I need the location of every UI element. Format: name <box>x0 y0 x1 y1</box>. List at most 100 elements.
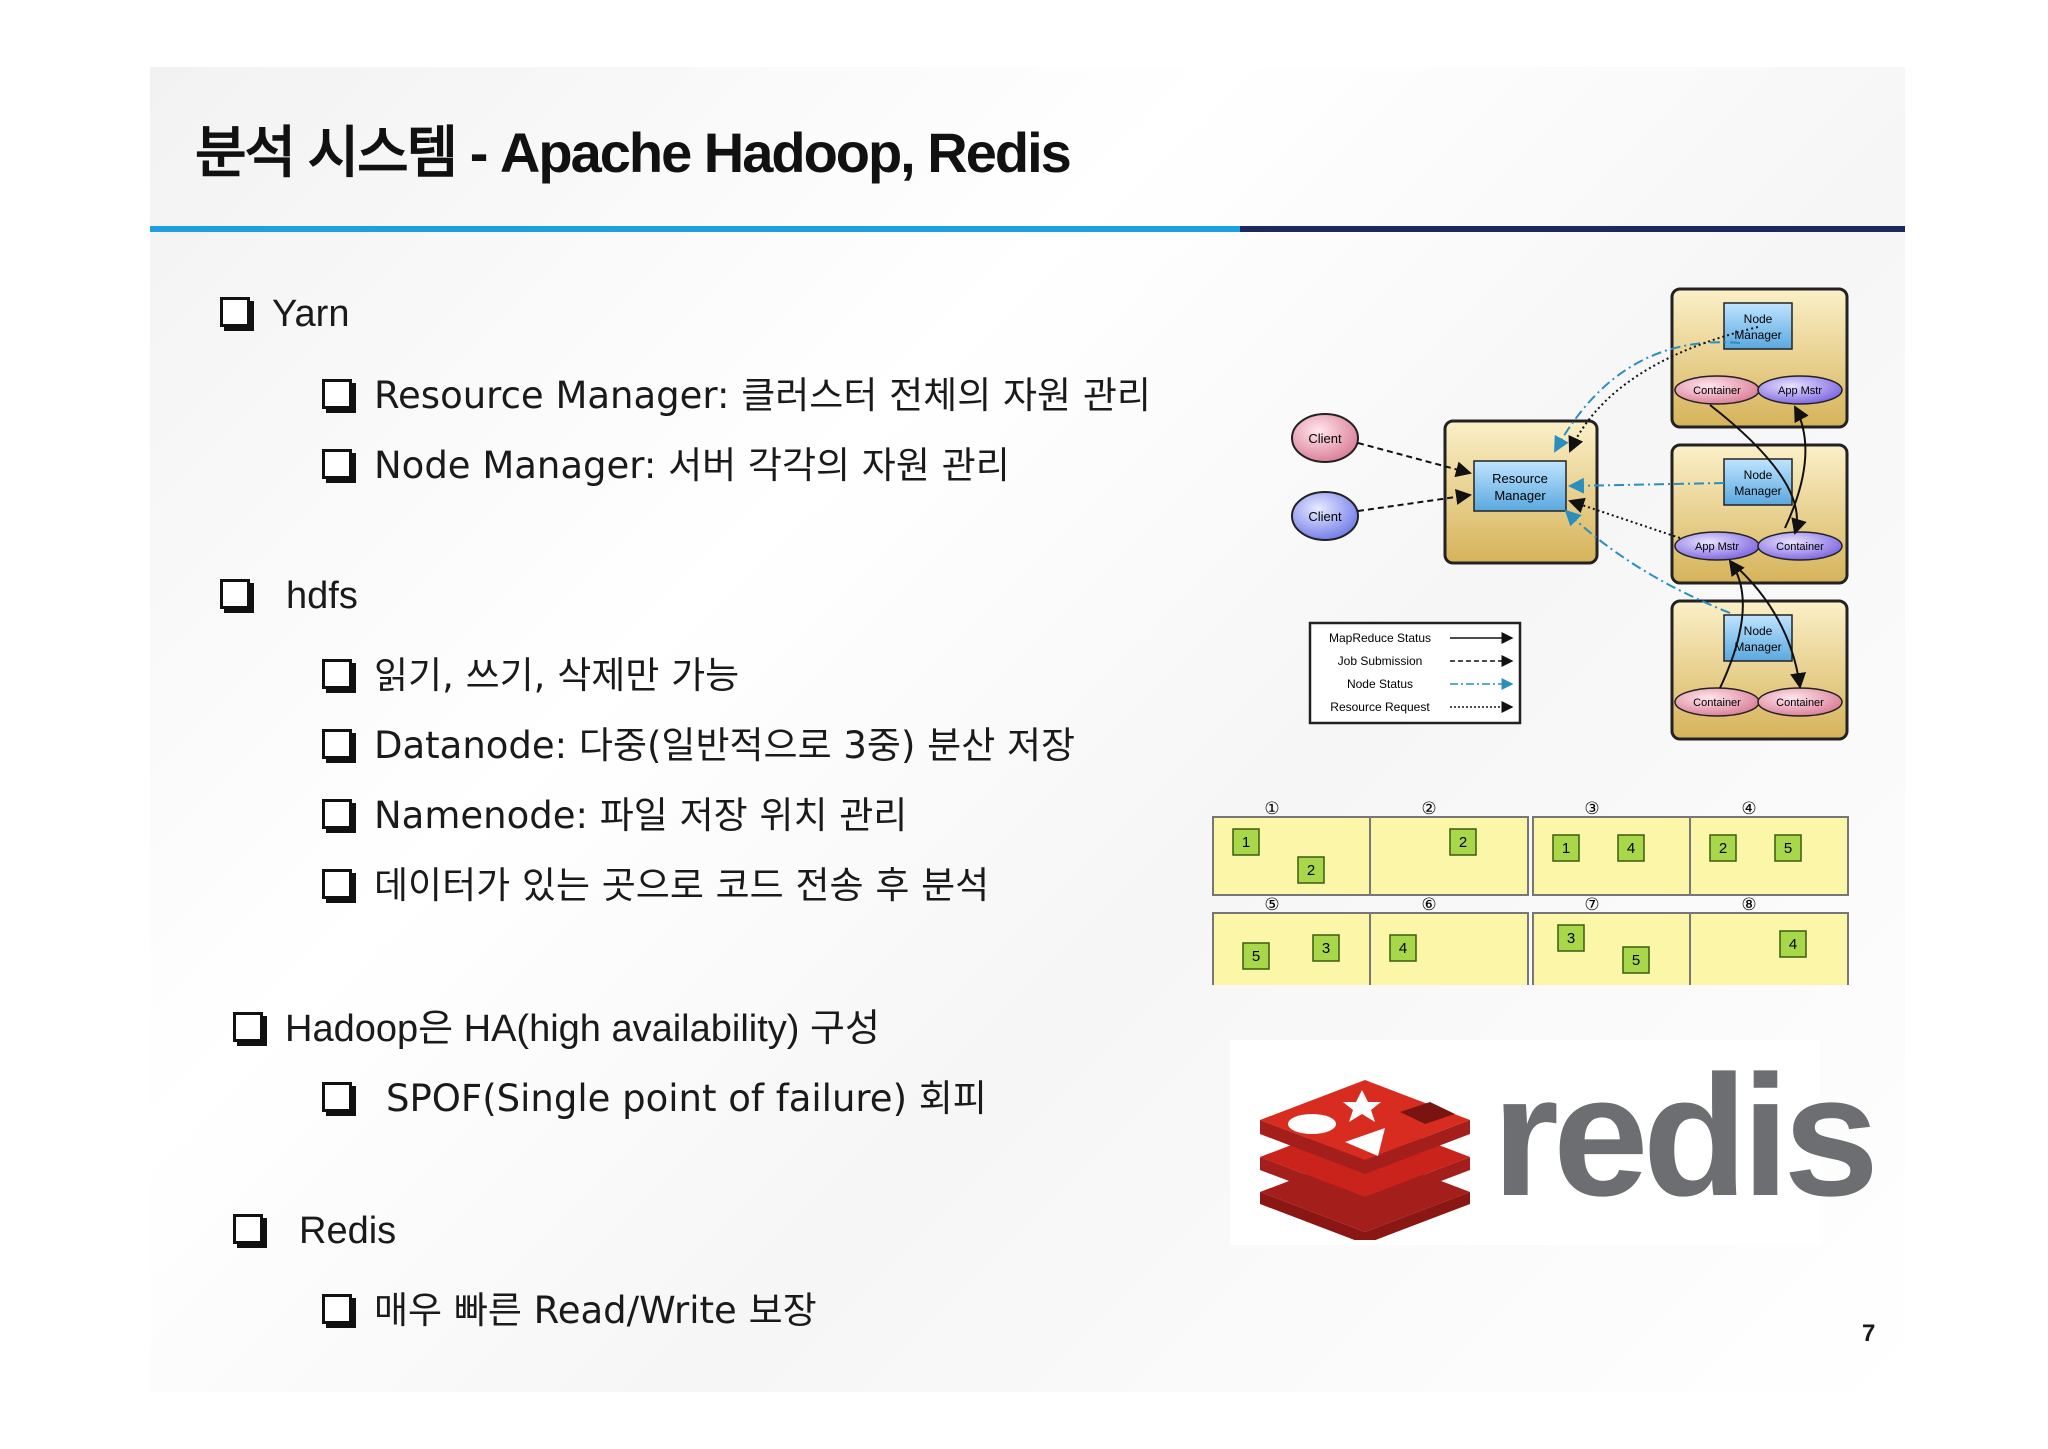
data-block-number: 3 <box>1567 930 1575 947</box>
data-block-number: 2 <box>1719 840 1727 857</box>
data-block <box>1557 924 1585 952</box>
data-node-box <box>1369 816 1529 896</box>
data-block-number: 5 <box>1784 840 1792 857</box>
resource-manager-label: Resource <box>1492 471 1548 486</box>
redis-wordmark: redis <box>1492 1040 1879 1232</box>
data-node-box <box>1689 912 1849 985</box>
data-block-number: 3 <box>1322 940 1330 957</box>
checkbox-bullet-icon <box>322 378 352 409</box>
bullet-data-locality: 데이터가 있는 곳으로 코드 전송 후 분석 <box>322 855 989 909</box>
data-block <box>1312 934 1340 962</box>
node-manager-label: Node <box>1744 468 1773 482</box>
legend-node-status: Node Status <box>1347 677 1413 691</box>
data-node-number: ② <box>1421 799 1436 818</box>
client-label: Client <box>1308 509 1342 524</box>
data-block <box>1617 834 1645 862</box>
data-block <box>1389 934 1417 962</box>
yarn-architecture-diagram: Resource Manager Node Manager Container … <box>1291 287 1849 741</box>
bullet-redis-fast: 매우 빠른 Read/Write 보장 <box>322 1280 817 1334</box>
data-block <box>1779 930 1807 958</box>
data-node-cell: ①1 2 <box>1212 799 1372 896</box>
bullet-yarn: Yarn <box>220 293 349 336</box>
checkbox-bullet-icon <box>322 868 352 899</box>
diagram-legend: MapReduce Status Job Submission Node Sta… <box>1308 621 1522 725</box>
container-label: Container <box>1693 697 1741 709</box>
data-block-number: 2 <box>1459 834 1467 851</box>
node-manager-label: Node <box>1744 624 1773 638</box>
data-node-box <box>1212 912 1372 985</box>
legend-mapreduce-status: MapReduce Status <box>1329 631 1431 645</box>
node-manager-label: Node <box>1744 312 1773 326</box>
checkbox-bullet-icon <box>322 798 352 829</box>
data-block-number: 2 <box>1307 862 1315 879</box>
client-node-1: Client <box>1291 413 1359 463</box>
legend-resource-request: Resource Request <box>1330 700 1430 714</box>
checkbox-bullet-icon <box>220 296 250 327</box>
title-underline-blue <box>150 226 1240 232</box>
data-block-number: 5 <box>1252 948 1260 965</box>
data-node-cell: ⑤ 5 3 <box>1212 895 1372 985</box>
data-block-number: 1 <box>1562 840 1570 857</box>
data-block <box>1552 834 1580 862</box>
data-block-number: 4 <box>1627 840 1635 857</box>
container-label: Container <box>1776 697 1824 709</box>
bullet-redis: Redis <box>233 1210 396 1253</box>
data-block-number: 1 <box>1242 834 1250 851</box>
data-node-number: ⑧ <box>1741 895 1756 914</box>
node-manager-box-1: Node Manager Container App Mstr <box>1670 287 1849 429</box>
data-node-number: ⑦ <box>1584 895 1599 914</box>
checkbox-bullet-icon <box>220 578 250 609</box>
data-node-cell: ④ 2 5 <box>1689 799 1849 896</box>
data-node-cell: ③ 1 4 <box>1532 799 1692 896</box>
checkbox-bullet-icon <box>322 448 352 479</box>
data-node-number: ④ <box>1741 799 1756 818</box>
data-node-cell: ⑦3 5 <box>1532 895 1692 985</box>
data-node-cell: ②2 <box>1369 799 1529 896</box>
data-block <box>1297 856 1325 884</box>
client-node-2: Client <box>1291 491 1359 541</box>
data-block <box>1232 828 1260 856</box>
bullet-read-write-delete: 읽기, 쓰기, 삭제만 가능 <box>322 645 739 699</box>
container-label: Container <box>1776 541 1824 553</box>
data-block <box>1709 834 1737 862</box>
container-label: Container <box>1693 385 1741 397</box>
bullet-hadoop-ha: Hadoop은 HA(high availability) 구성 <box>233 997 880 1052</box>
redis-logo: redis <box>1230 1040 1879 1245</box>
node-manager-label: Manager <box>1734 640 1781 654</box>
data-node-box <box>1532 912 1692 985</box>
bullet-node-manager: Node Manager: 서버 각각의 자원 관리 <box>322 435 1010 489</box>
title-underline-navy <box>1240 226 1905 232</box>
node-manager-label: Manager <box>1734 484 1781 498</box>
data-node-cell: ⑥4 <box>1369 895 1529 985</box>
bullet-datanode: Datanode: 다중(일반적으로 3중) 분산 저장 <box>322 715 1075 769</box>
resource-manager-label: Manager <box>1494 488 1546 503</box>
data-node-number: ⑥ <box>1421 895 1436 914</box>
diagram-arrows <box>1357 326 1809 689</box>
node-manager-label: Manager <box>1734 328 1781 342</box>
data-node-number: ⑤ <box>1264 895 1279 914</box>
data-node-cell: ⑧4 <box>1689 895 1849 985</box>
app-mstr-label: App Mstr <box>1778 385 1822 397</box>
checkbox-bullet-icon <box>322 1081 352 1112</box>
data-block <box>1622 946 1650 974</box>
checkbox-bullet-icon <box>322 658 352 689</box>
checkbox-bullet-icon <box>322 728 352 759</box>
data-block-number: 5 <box>1632 952 1640 969</box>
data-block <box>1449 828 1477 856</box>
slide-title: 분석 시스템 - Apache Hadoop, Redis <box>195 121 1072 184</box>
client-label: Client <box>1308 431 1342 446</box>
data-block <box>1774 834 1802 862</box>
data-node-number: ① <box>1264 799 1279 818</box>
bullet-spof: SPOF(Single point of failure) 회피 <box>322 1068 987 1122</box>
data-block <box>1242 942 1270 970</box>
data-node-number: ③ <box>1584 799 1599 818</box>
checkbox-bullet-icon <box>233 1011 263 1042</box>
data-block-number: 4 <box>1789 936 1797 953</box>
checkbox-bullet-icon <box>233 1213 263 1244</box>
redis-cube-symbols <box>1288 1090 1455 1156</box>
node-manager-box-3: Node Manager Container Container <box>1670 599 1849 741</box>
redis-cube-layers <box>1260 1080 1470 1240</box>
bullet-resource-manager: Resource Manager: 클러스터 전체의 자원 관리 <box>322 365 1151 419</box>
page-number: 7 <box>1862 1320 1876 1347</box>
legend-job-submission: Job Submission <box>1338 654 1423 668</box>
